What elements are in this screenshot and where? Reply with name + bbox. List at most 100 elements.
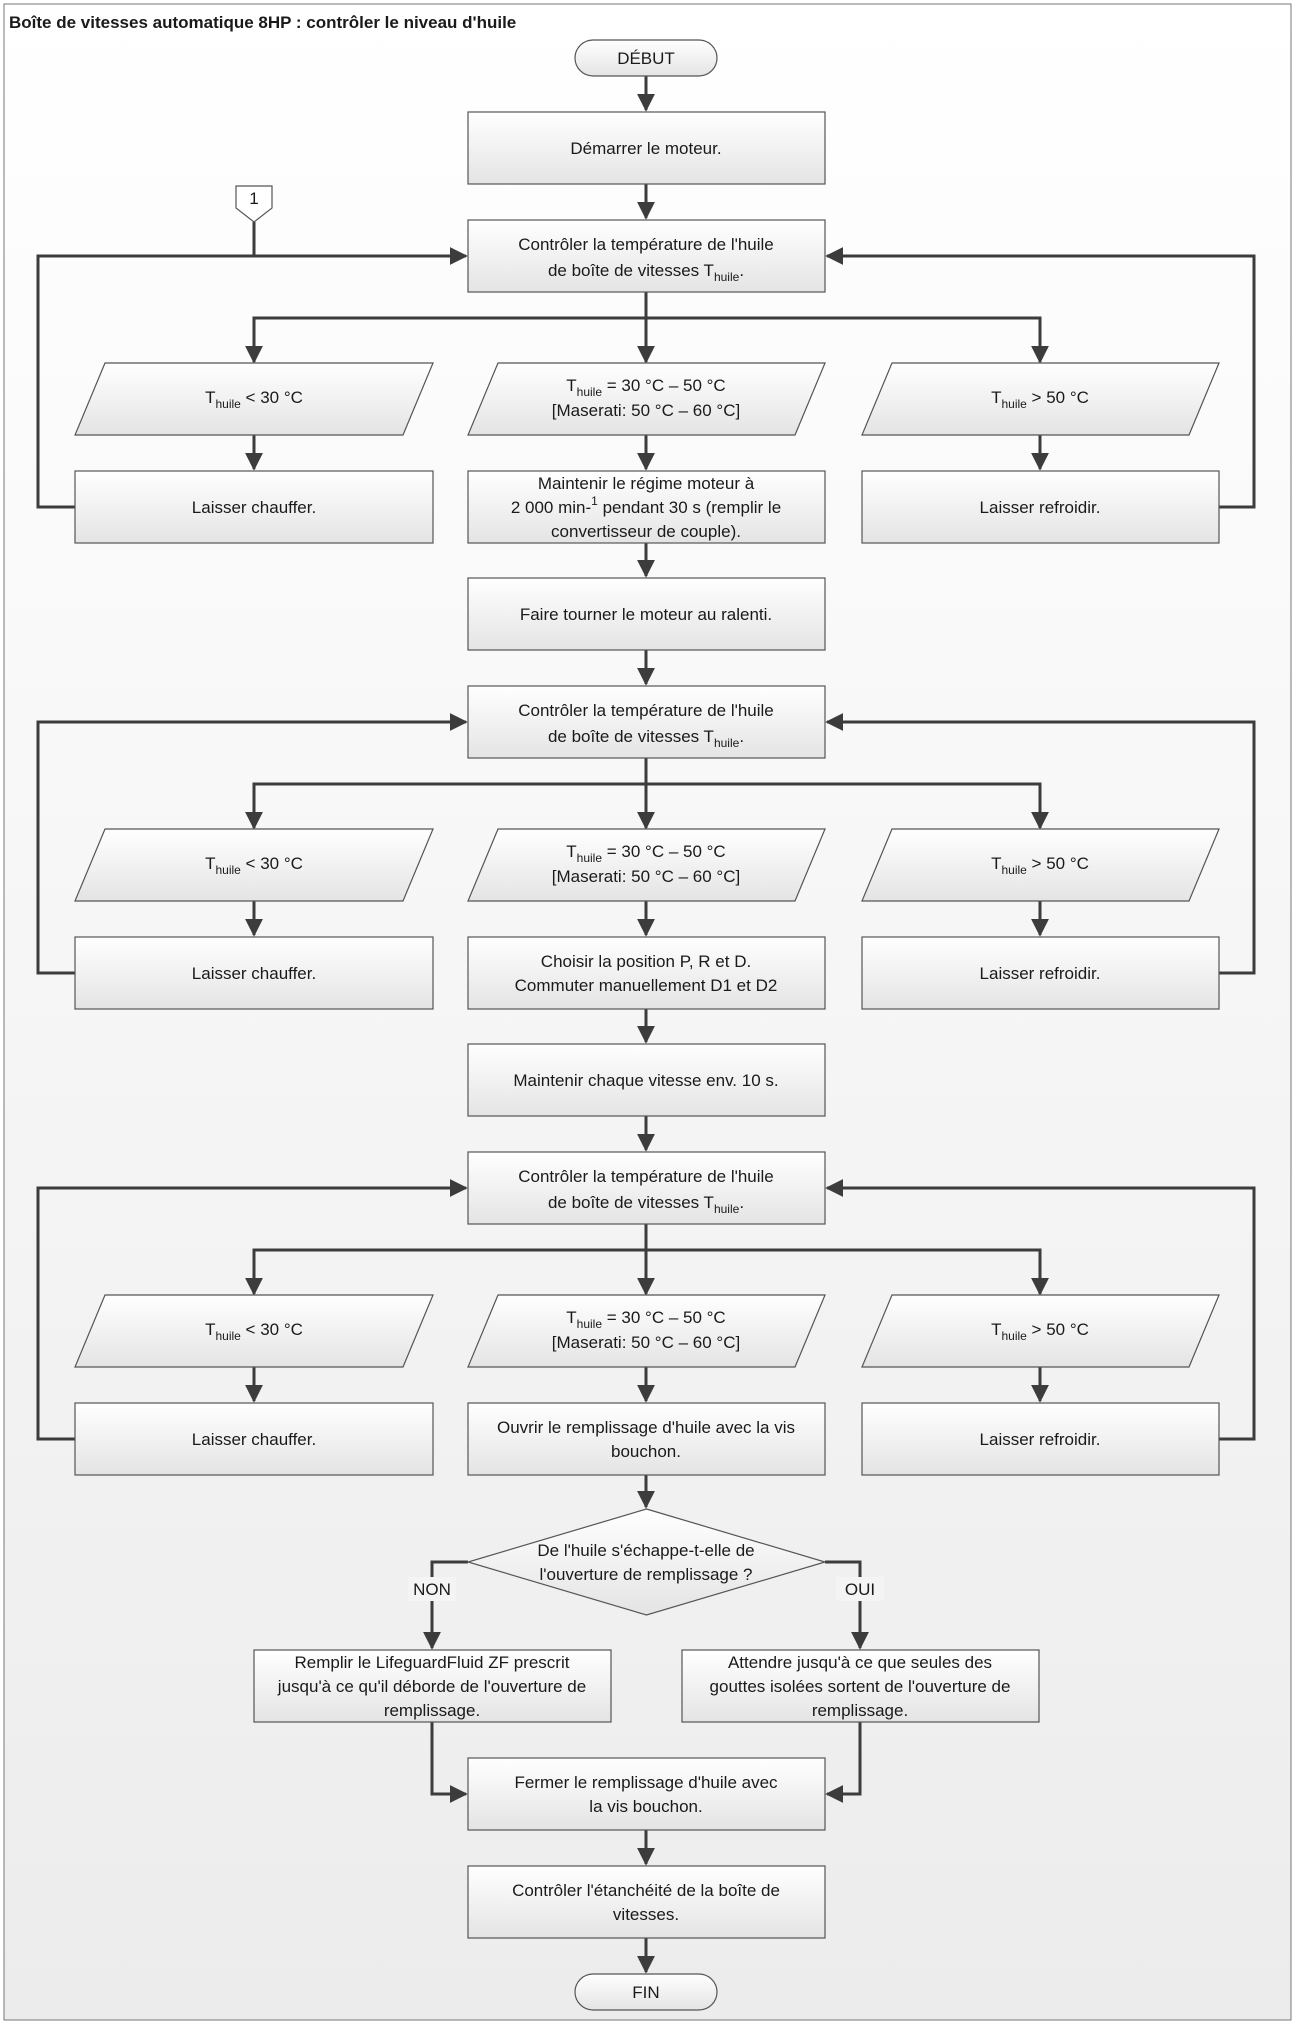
check2-action-mid-text-line-2: Commuter manuellement D1 et D2: [515, 976, 778, 995]
label-no-bg: [408, 1577, 456, 1601]
step-hold-gear-text-line-1: Maintenir chaque vitesse env. 10 s.: [513, 1071, 778, 1090]
check1-action-mid: [467, 470, 826, 544]
decision-text-line-2: l'ouverture de remplissage ?: [539, 1565, 752, 1584]
step-fill-yes-text-line-1: Attendre jusqu'à ce que seules des: [728, 1653, 992, 1672]
start-label-line-1: DÉBUT: [617, 49, 675, 68]
check3-text-line-2-part-3: .: [739, 1193, 744, 1212]
check1-cond-low: [74, 362, 434, 436]
start-terminal: [574, 39, 718, 77]
decision-text-line-1: De l'huile s'échappe-t-elle de: [537, 1541, 754, 1560]
check1-cond-mid-note-part-1: [Maserati: 50 °C – 60 °C]: [552, 401, 740, 420]
check3-text-line-1-part-1: Contrôler la température de l'huile: [518, 1167, 774, 1186]
check2-text-line-2-part-3: .: [739, 727, 744, 746]
check1-edge-to-high: [646, 316, 1049, 364]
check1-cond-mid: [467, 362, 826, 436]
check1-action-high: [861, 470, 1220, 544]
check3-cond-mid-text-part-2: huile: [577, 1317, 603, 1331]
offpage-connector-label-line-1: 1: [249, 189, 258, 208]
check2-action-mid: [467, 936, 826, 1010]
check3-cond-high: [861, 1294, 1220, 1368]
step-fill-no-text-line-2: jusqu'à ce qu'il déborde de l'ouverture …: [277, 1677, 586, 1696]
check2-cond-mid: [467, 828, 826, 902]
check1-action-mid-line-2: 2 000 min-1 pendant 30 s (remplir le: [511, 494, 781, 517]
check2-action-low-text-line-1: Laisser chauffer.: [192, 964, 316, 983]
decision-oil-escape: [465, 1508, 828, 1616]
check3-cond-mid-text-part-3: = 30 °C – 50 °C: [602, 1308, 726, 1327]
check1-action-mid-line-1-part-1: Maintenir le régime moteur à: [538, 474, 755, 493]
check3-cond-high-text-part-3: > 50 °C: [1027, 1320, 1089, 1339]
check3-cond-high-text-part-1: T: [991, 1320, 1001, 1339]
check2-cond-low-text-part-3: < 30 °C: [241, 854, 303, 873]
edge-yes-to-close: [825, 1722, 862, 1803]
check1-cond-high: [861, 362, 1220, 436]
check1-action-mid-line-1: Maintenir le régime moteur à: [538, 474, 755, 493]
check3-text-line-2-part-1: de boîte de vitesses T: [548, 1193, 714, 1212]
check1-cond-high-text-part-3: > 50 °C: [1027, 388, 1089, 407]
check2-text-line-2-part-1: de boîte de vitesses T: [548, 727, 714, 746]
step-fill-no-text-line-3: remplissage.: [384, 1701, 480, 1720]
step-fill-yes-text-line-3: remplissage.: [812, 1701, 908, 1720]
check2-cond-low: [74, 828, 434, 902]
step-check-seal: [467, 1865, 826, 1939]
check1-cond-mid-text-part-2: huile: [577, 385, 603, 399]
check2-cond-mid-text-part-2: huile: [577, 851, 603, 865]
check1-cond-low-text: Thuile < 30 °C: [205, 388, 303, 411]
check2-text-line-1: Contrôler la température de l'huile: [518, 701, 774, 720]
check1-cond-mid-text-part-3: = 30 °C – 50 °C: [602, 376, 726, 395]
check2-cond-high-text-part-2: huile: [1001, 863, 1027, 877]
step-start-engine-text-line-1: Démarrer le moteur.: [570, 139, 721, 158]
check2-cond-low-text-part-2: huile: [215, 863, 241, 877]
check3-text-line-2-part-2: huile: [714, 1202, 740, 1216]
step-fill-yes: [681, 1649, 1040, 1723]
check3-action-mid-text-line-2: bouchon.: [611, 1442, 681, 1461]
check2-cond-mid-text-part-1: T: [566, 842, 576, 861]
check1-box: [467, 219, 826, 293]
check3-cond-mid-text: Thuile = 30 °C – 50 °C: [566, 1308, 725, 1331]
check2-loop-right: [825, 713, 1256, 975]
check2-cond-high-text: Thuile > 50 °C: [991, 854, 1089, 877]
check2-cond-high-text-part-1: T: [991, 854, 1001, 873]
check3-cond-low-text-part-3: < 30 °C: [241, 1320, 303, 1339]
check3-action-high: [861, 1402, 1220, 1476]
check2-edge-to-low: [245, 782, 646, 830]
diagram-title: Boîte de vitesses automatique 8HP : cont…: [9, 13, 516, 32]
edge-decision-no: [423, 1560, 468, 1650]
check2-cond-high: [861, 828, 1220, 902]
check1-text-line-2: de boîte de vitesses Thuile.: [548, 261, 744, 284]
check1-action-mid-line-2-part-2: 1: [591, 494, 598, 508]
check2-cond-mid-note: [Maserati: 50 °C – 60 °C]: [552, 867, 740, 886]
check2-cond-high-text-part-3: > 50 °C: [1027, 854, 1089, 873]
check2-text-line-2: de boîte de vitesses Thuile.: [548, 727, 744, 750]
check2-text-line-1-part-1: Contrôler la température de l'huile: [518, 701, 774, 720]
check1-text-line-2-part-2: huile: [714, 270, 740, 284]
check1-text-line-2-part-1: de boîte de vitesses T: [548, 261, 714, 280]
end-terminal: [574, 1973, 718, 2011]
check3-action-mid: [467, 1402, 826, 1476]
check1-cond-low-text-part-2: huile: [215, 397, 241, 411]
check3-action-high-text-line-1: Laisser refroidir.: [980, 1430, 1101, 1449]
step-idle-text-line-1: Faire tourner le moteur au ralenti.: [520, 605, 772, 624]
edge-no-to-close: [430, 1722, 468, 1803]
offpage-connector-1: [235, 185, 273, 223]
check1-action-low: [74, 470, 434, 544]
check1-cond-mid-text-part-1: T: [566, 376, 576, 395]
check3-cond-mid-note-part-1: [Maserati: 50 °C – 60 °C]: [552, 1333, 740, 1352]
check1-cond-high-text-part-1: T: [991, 388, 1001, 407]
check2-action-mid-text-line-1: Choisir la position P, R et D.: [541, 952, 751, 971]
check1-cond-low-text-part-3: < 30 °C: [241, 388, 303, 407]
check1-cond-mid-note: [Maserati: 50 °C – 60 °C]: [552, 401, 740, 420]
check1-text-line-1: Contrôler la température de l'huile: [518, 235, 774, 254]
check3-cond-low-text-part-2: huile: [215, 1329, 241, 1343]
step-hold-gear: [467, 1043, 826, 1117]
label-yes-bg: [836, 1577, 884, 1601]
step-start-engine: [467, 111, 826, 185]
step-close-fill-text-line-1: Fermer le remplissage d'huile avec: [514, 1773, 778, 1792]
check2-cond-mid-text-part-3: = 30 °C – 50 °C: [602, 842, 726, 861]
step-close-fill: [467, 1757, 826, 1831]
check1-action-low-text-line-1: Laisser chauffer.: [192, 498, 316, 517]
check2-cond-low-text: Thuile < 30 °C: [205, 854, 303, 877]
check2-cond-low-text-part-1: T: [205, 854, 215, 873]
step-check-seal-text-line-2: vitesses.: [613, 1905, 679, 1924]
check1-action-mid-line-3: convertisseur de couple).: [551, 522, 741, 541]
